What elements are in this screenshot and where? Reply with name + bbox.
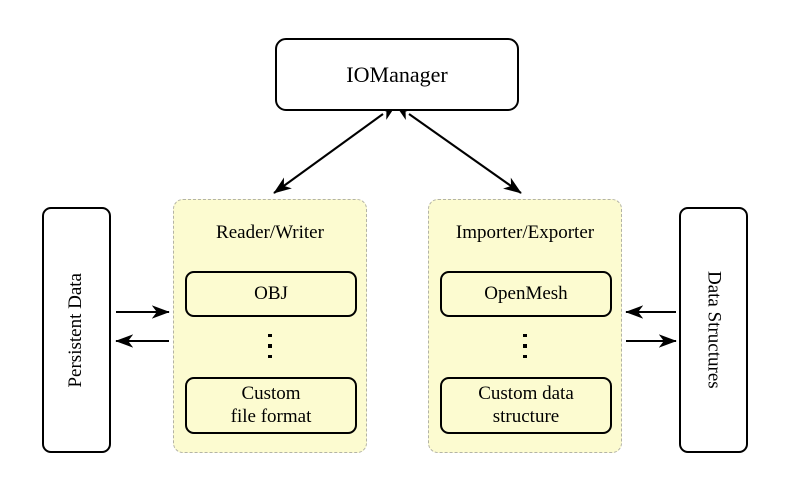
node-custom-file-format-line1: Custom	[241, 382, 301, 404]
node-iomanager: IOManager	[275, 38, 519, 111]
node-custom-data-structure-label: Custom data structure	[478, 383, 574, 429]
group-importer-exporter-title: Importer/Exporter	[455, 222, 595, 243]
node-data-structures: Data Structures	[679, 207, 748, 453]
ellipsis-importer-exporter	[429, 334, 621, 359]
node-obj: OBJ	[185, 271, 357, 317]
node-custom-file-format-label: Custom file format	[231, 383, 312, 429]
node-custom-data-structure-line1: Custom data	[478, 382, 574, 404]
ellipsis-dot	[268, 344, 272, 348]
group-reader-writer-title: Reader/Writer	[216, 222, 324, 243]
group-importer-exporter: Importer/Exporter OpenMesh Custom data s…	[428, 199, 622, 453]
node-custom-file-format: Custom file format	[185, 377, 357, 434]
node-persistent-data-label: Persistent Data	[65, 272, 87, 388]
node-openmesh-label: OpenMesh	[484, 282, 568, 304]
group-reader-writer: Reader/Writer OBJ Custom file format	[173, 199, 367, 453]
node-custom-file-format-line2: file format	[230, 405, 312, 427]
ellipsis-dot	[523, 354, 527, 359]
node-obj-label: OBJ	[254, 282, 288, 304]
ellipsis-dot	[268, 354, 272, 359]
connector-iomanager-importer-exporter	[394, 104, 522, 194]
ellipsis-reader-writer	[174, 334, 366, 359]
node-openmesh: OpenMesh	[440, 271, 612, 317]
connector-iomanager-reader-writer	[273, 103, 397, 194]
node-persistent-data: Persistent Data	[42, 207, 111, 453]
node-iomanager-label: IOManager	[346, 61, 448, 87]
ellipsis-dot	[523, 334, 527, 338]
ellipsis-dot	[268, 334, 272, 338]
node-custom-data-structure-line2: structure	[492, 405, 560, 427]
node-custom-data-structure: Custom data structure	[440, 377, 612, 434]
node-data-structures-label: Data Structures	[703, 271, 725, 389]
ellipsis-dot	[523, 344, 527, 348]
